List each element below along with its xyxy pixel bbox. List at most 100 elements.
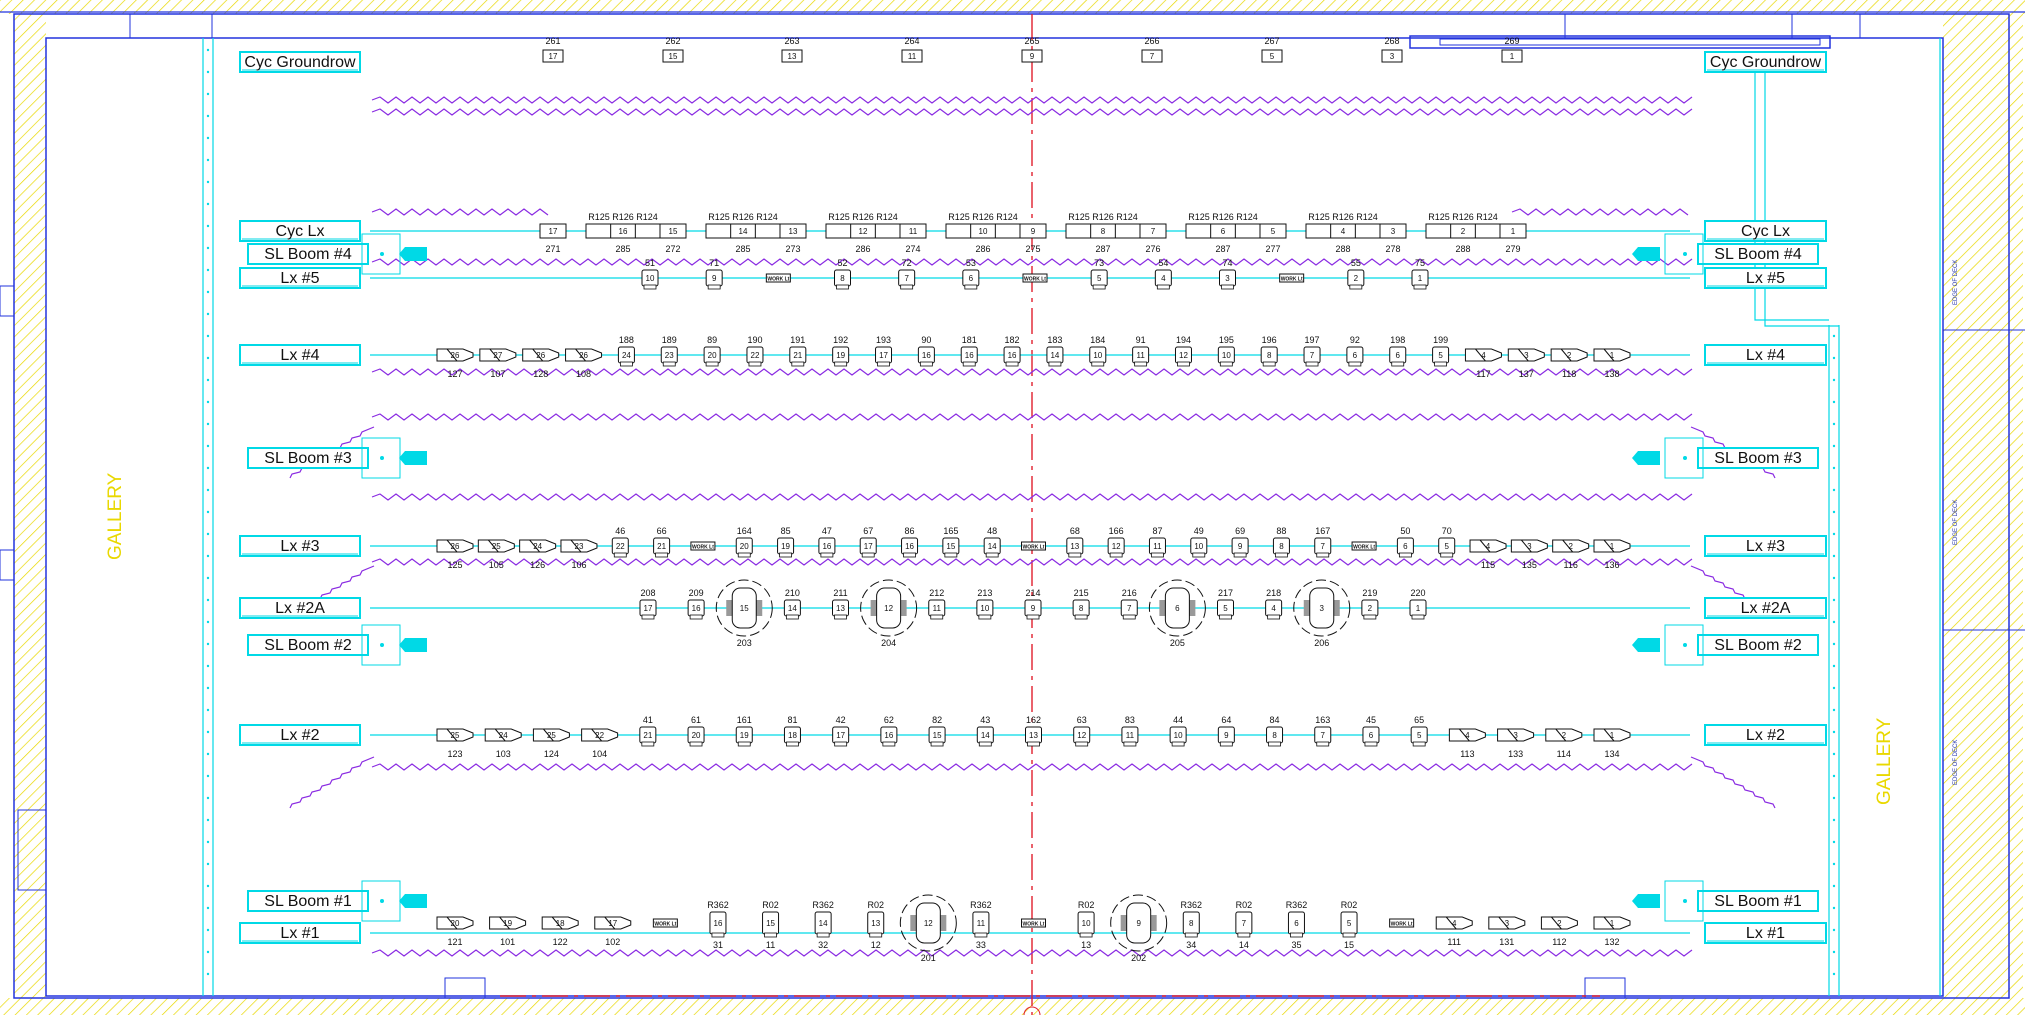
groundrow-channel: 3: [1390, 52, 1395, 61]
unit-number: R125 R126 R124: [1188, 212, 1258, 222]
ers-shutter: [1445, 916, 1457, 930]
groundrow-channel: 15: [669, 52, 678, 61]
par-yoke: [1092, 284, 1106, 290]
channel-number: 3: [1524, 351, 1529, 360]
unit-number-below: 135: [1522, 560, 1537, 570]
par-yoke: [1026, 614, 1040, 620]
ers-shutter: [1517, 348, 1529, 362]
fixture-lx2: 964: [1217, 715, 1235, 747]
ers-shutter: [591, 728, 603, 742]
gallery-dot: [206, 422, 210, 426]
unit-number: R362: [1286, 900, 1308, 910]
ers-body: [1435, 916, 1473, 930]
work-light-icon: [690, 541, 716, 551]
pipe-label-lx4-right: Lx #4: [1746, 347, 1785, 364]
ers-shutter: [487, 539, 499, 553]
unit-number-below: 136: [1604, 560, 1619, 570]
gallery-dot: [1832, 466, 1836, 470]
fixture-lx5: 971: [705, 258, 723, 290]
cyc-fixture-body: [1499, 223, 1527, 239]
border-zigzag: [1511, 208, 1689, 216]
unit-number: 67: [863, 526, 873, 536]
channel-number: 14: [988, 542, 997, 551]
par-yoke: [985, 552, 999, 558]
ers-body: [1545, 728, 1583, 742]
gallery-dot: [206, 136, 210, 140]
unit-number-below: 13: [1081, 940, 1091, 950]
ers-body: [436, 539, 474, 553]
par-yoke: [877, 361, 890, 367]
ers-body: [477, 539, 515, 553]
channel-number: 1: [1610, 351, 1615, 360]
par-yoke: [1413, 284, 1427, 290]
gallery-dot: [1832, 862, 1836, 866]
channel-number: 14: [1050, 351, 1059, 360]
unit-number-below: 285: [615, 244, 630, 254]
unit-number-below: 287: [1215, 244, 1230, 254]
cyc-fixture-body: [899, 223, 927, 239]
border-zigzag: [371, 258, 1693, 266]
unit-number: 65: [1414, 715, 1424, 725]
par-yoke: [711, 932, 725, 938]
channel-number: 2: [1562, 731, 1567, 740]
unit-number-below: 122: [553, 937, 568, 947]
ers-shutter: [1560, 348, 1572, 362]
unit-number: 213: [977, 588, 992, 598]
channel-number: 3: [1505, 919, 1510, 928]
groundrow-unit: [1021, 49, 1043, 63]
par-yoke: [944, 552, 958, 558]
pipe-label-box: [1704, 344, 1827, 366]
fixture-lx2: 565: [1410, 715, 1428, 747]
ers-body: [1550, 348, 1588, 362]
gallery-dot: [1832, 664, 1836, 668]
unit-number: 195: [1219, 335, 1234, 345]
channel-number: 14: [981, 731, 990, 740]
border-zigzag: [371, 108, 1693, 116]
par-yoke: [1151, 552, 1164, 558]
channel-number: 11: [909, 227, 918, 236]
boom-label-box: [247, 890, 369, 912]
work-light-label: WORK Lt: [1353, 545, 1375, 551]
fixture-lx3: 888: [1272, 526, 1290, 558]
par-yoke: [1074, 614, 1088, 620]
unit-number: 166: [1109, 526, 1124, 536]
gallery-dot: [206, 862, 210, 866]
unit-number-below: 104: [592, 749, 607, 759]
unit-number-below: 274: [905, 244, 920, 254]
channel-number: 7: [1321, 542, 1326, 551]
unit-number-below: 11: [766, 940, 775, 950]
par-yoke: [1156, 284, 1170, 290]
unit-number: 216: [1122, 588, 1137, 598]
fresnel-range: [899, 894, 957, 952]
channel-number: 2: [1461, 227, 1466, 236]
gallery-dot: [1832, 752, 1836, 756]
ers-body: [436, 348, 474, 362]
cyc-fixture-body: [1379, 223, 1407, 239]
channel-number: 10: [1222, 351, 1231, 360]
unit-number-below: 106: [571, 560, 586, 570]
pipe-label-lx3-left: Lx #3: [280, 538, 319, 555]
unit-number: 183: [1047, 335, 1062, 345]
unit-number: 43: [980, 715, 990, 725]
fresnel-range: [1148, 579, 1206, 637]
channel-number: 8: [1189, 919, 1194, 928]
channel-number: 21: [643, 731, 652, 740]
unit-number-below: 134: [1604, 749, 1619, 759]
gallery-label-right: GALLERY: [1874, 717, 1895, 805]
channel-number: 7: [904, 274, 909, 283]
groundrow-channel: 9: [1030, 52, 1035, 61]
